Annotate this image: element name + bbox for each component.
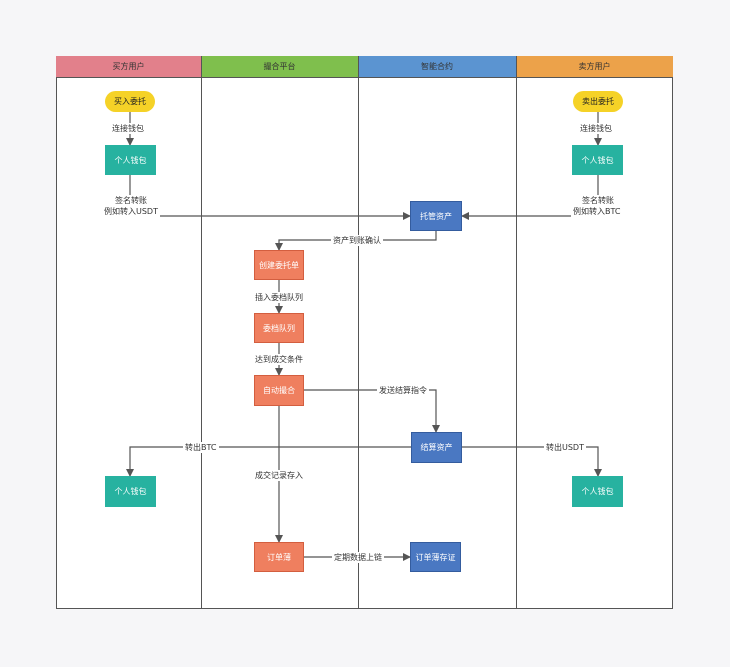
- create-order-node: 创建委托单: [254, 250, 304, 280]
- seller-wallet-node: 个人钱包: [572, 145, 623, 175]
- buyer-wallet-node: 个人钱包: [105, 145, 156, 175]
- lane-divider: [201, 56, 202, 609]
- buyer-receive-wallet-node: 个人钱包: [105, 476, 156, 507]
- seller-receive-wallet-node: 个人钱包: [572, 476, 623, 507]
- order-queue-node: 委档队列: [254, 313, 304, 343]
- sell-order-node: 卖出委托: [573, 91, 623, 112]
- edge-label-send-settle: 发送结算指令: [377, 385, 429, 396]
- buy-order-node: 买入委托: [105, 91, 155, 112]
- lane-header-buyer: 买方用户: [56, 56, 201, 78]
- settle-assets-node: 结算资产: [411, 432, 462, 463]
- edge-label-transfer-usdt: 转出USDT: [544, 442, 586, 453]
- lane-header-seller: 卖方用户: [516, 56, 673, 78]
- edge-label-record-trade: 成交记录存入: [253, 470, 305, 481]
- edge-label-reach-condition: 达到成交条件: [253, 354, 305, 365]
- edge-label-asset-confirm: 资产到账确认: [331, 235, 383, 246]
- edge-label-buyer-connect: 连接钱包: [110, 123, 146, 134]
- edge-buyer-sign: [129, 175, 411, 220]
- edge-label-seller-sign-2: 例如转入BTC: [571, 206, 623, 217]
- auto-match-node: 自动撮合: [254, 375, 304, 406]
- edge-send-settle: [304, 389, 440, 433]
- lane-header-contract: 智能合约: [358, 56, 516, 78]
- edge-label-buyer-sign-2: 例如转入USDT: [102, 206, 160, 217]
- custody-assets-node: 托管资产: [410, 201, 462, 231]
- swimlane-frame: [56, 56, 673, 609]
- order-book-proof-node: 订单薄存证: [410, 542, 461, 572]
- edge-label-insert-queue: 插入委档队列: [253, 292, 305, 303]
- lane-divider: [516, 56, 517, 609]
- lane-header-platform: 撮合平台: [201, 56, 358, 78]
- edge-label-seller-connect: 连接钱包: [578, 123, 614, 134]
- edge-transfer-btc: [126, 446, 411, 477]
- edge-label-buyer-sign-1: 签名转账: [113, 195, 149, 206]
- edge-label-seller-sign-1: 签名转账: [580, 195, 616, 206]
- lane-divider: [358, 56, 359, 609]
- edge-transfer-usdt: [462, 446, 602, 477]
- edge-label-transfer-btc: 转出BTC: [183, 442, 219, 453]
- edge-label-periodic-chain: 定期数据上链: [332, 552, 384, 563]
- order-book-node: 订单薄: [254, 542, 304, 572]
